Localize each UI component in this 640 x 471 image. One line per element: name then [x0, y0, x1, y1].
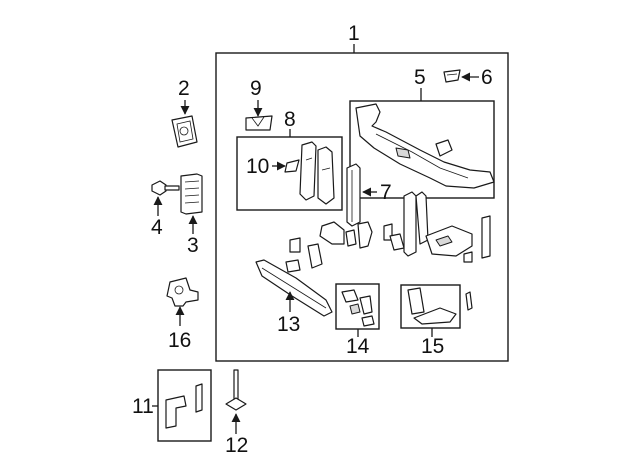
callout-15: 15: [421, 335, 444, 358]
callout-10: 10: [246, 155, 269, 178]
callout-9: 9: [250, 77, 262, 100]
part-16-sensor: [166, 277, 199, 307]
callout-3: 3: [187, 234, 199, 257]
part-6-clip: [443, 69, 461, 83]
part-4-bolt: [151, 180, 180, 196]
part-11-box: [157, 369, 212, 442]
subassembly-14-box: [335, 283, 380, 330]
main-assembly-frame: [215, 52, 509, 362]
part-8-brackets: [299, 141, 335, 205]
part-7-pillar: [346, 163, 361, 227]
callout-5: 5: [414, 66, 426, 89]
subassembly-15-box: [400, 284, 473, 329]
callout-16: 16: [168, 329, 191, 352]
inner-bracket-parts: [285, 191, 491, 273]
part-10-clip: [284, 159, 300, 173]
part-13-lower-tie-bar: [255, 259, 333, 317]
callout-6: 6: [481, 66, 493, 89]
callout-12: 12: [225, 434, 248, 457]
callout-2: 2: [178, 77, 190, 100]
callout-7: 7: [380, 181, 392, 204]
callout-1: 1: [348, 22, 360, 45]
callout-4: 4: [151, 216, 163, 239]
callout-14: 14: [346, 335, 370, 358]
part-2-plate: [171, 115, 198, 148]
part-5-upper-tie-bar: [355, 103, 495, 189]
callout-13: 13: [277, 313, 300, 336]
part-12-rod: [225, 369, 247, 411]
callout-11: 11: [132, 395, 154, 418]
part-3-bracket: [180, 173, 203, 215]
callout-group-1: 1: [348, 22, 360, 53]
part-9-clip: [245, 115, 273, 131]
callout-8: 8: [284, 108, 296, 131]
